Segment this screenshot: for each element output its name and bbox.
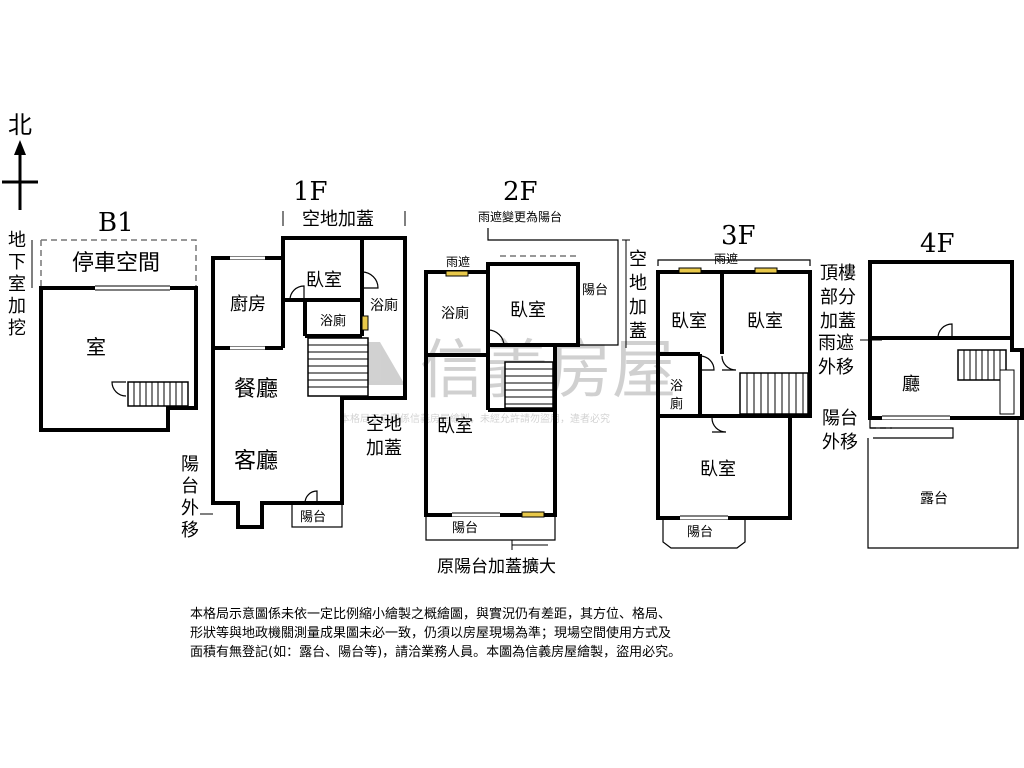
f2-expanded-note: 原陽台加蓋擴大 [437, 557, 556, 577]
b1-side-note-3: 室 [8, 274, 26, 295]
f4-balcony-moved-2: 外移 [822, 432, 858, 453]
f2-canopy-label: 雨遮 [446, 254, 470, 269]
f4-hall-label: 廳 [902, 374, 920, 395]
f2-bath-label: 浴廁 [441, 305, 469, 322]
f2-title: 2F [503, 177, 538, 207]
f2-balcony-bottom-label: 陽台 [452, 521, 478, 536]
f3-bedroom-right-label: 臥室 [747, 311, 783, 332]
disclaimer-line-1: 本格局示意圖係未依一定比例縮小繪製之概繪圖，與實況仍有差距，其方位、格局、 [190, 607, 672, 622]
f4-roof-addition-3: 加蓋 [820, 311, 856, 332]
b1-side-note-2: 下 [8, 252, 26, 273]
f1-balcony-label: 陽台 [300, 510, 326, 525]
f4-terrace-label: 露台 [920, 491, 948, 507]
plan-b1: B1 地 下 室 加 挖 停車空間 室 [8, 208, 198, 432]
f1-stairs [307, 337, 369, 397]
north-arrow-icon [14, 140, 26, 155]
b1-side-note-5: 挖 [8, 318, 26, 339]
f1-kitchen-label: 廚房 [230, 293, 266, 315]
north-arrow: 北 [2, 111, 38, 210]
b1-stairs [133, 382, 183, 406]
f1-dining-label: 餐廳 [234, 377, 278, 402]
b1-side-note-1: 地 [8, 230, 26, 251]
disclaimer: 本格局示意圖係未依一定比例縮小繪製之概繪圖，與實況仍有差距，其方位、格局、 形狀… [190, 605, 830, 662]
f1-living-label: 客廳 [234, 449, 278, 474]
plan-1f: 1F 空地加蓋 臥室 廚房 浴廁 浴廁 餐廳 客廳 空地 [181, 177, 407, 541]
f1-toilet-right-label: 浴廁 [370, 297, 398, 314]
f4-title: 4F [920, 229, 955, 259]
b1-room-label: 室 [86, 335, 106, 359]
f1-addition-bottom-2: 加蓋 [366, 438, 402, 459]
b1-title: B1 [98, 208, 134, 238]
f4-roof-addition-2: 部分 [820, 287, 856, 308]
f2-balcony-top-label: 陽台 [582, 283, 608, 298]
f2-addition-side-3: 加 [629, 297, 647, 318]
disclaimer-line-3: 面積有無登記(如：露台、陽台等)，請洽業務人員。本圖為信義房屋繪製，盜用必究。 [190, 645, 682, 660]
f1-bedroom-label: 臥室 [306, 270, 342, 291]
watermark-notice: 本格局示意圖係信義房屋繪製，未經允許請勿盜用，違者必究 [340, 412, 610, 425]
f2-bedroom-top-label: 臥室 [510, 300, 546, 321]
f1-balcony-moved-4: 移 [181, 520, 199, 541]
plan-3f: 3F 雨遮 臥室 臥室 浴 廁 臥室 陽台 [656, 221, 812, 549]
f4-roof-addition-1: 頂樓 [820, 263, 856, 284]
f2-bedroom-bottom-label: 臥室 [437, 416, 473, 437]
f4-canopy-moved-1: 雨遮 [818, 333, 854, 354]
f2-stairs [504, 361, 554, 409]
disclaimer-line-2: 形狀等與地政機關測量成果圖未必一致，仍須以房屋現場為準；現場空間使用方式及 [190, 626, 672, 641]
plan-2f: 2F 雨遮變更為陽台 空 地 加 蓋 雨遮 浴廁 臥室 陽台 臥室 [424, 177, 647, 577]
f3-balcony-label: 陽台 [687, 525, 713, 540]
f4-canopy-moved-2: 外移 [818, 357, 854, 378]
f3-bedroom-bottom-label: 臥室 [700, 459, 736, 480]
f2-addition-side-1: 空 [629, 249, 647, 270]
b1-side-note-4: 加 [8, 296, 26, 317]
f3-bath-1: 浴 [670, 379, 683, 394]
f1-balcony-moved-3: 外 [181, 498, 199, 519]
f3-bedroom-left-label: 臥室 [671, 311, 707, 332]
f2-canopy-note: 雨遮變更為陽台 [478, 209, 562, 224]
f3-title: 3F [721, 221, 756, 251]
f1-addition-top: 空地加蓋 [302, 209, 374, 230]
b1-parking-label: 停車空間 [72, 251, 160, 276]
f1-addition-bottom-1: 空地 [366, 414, 402, 435]
f3-canopy-label: 雨遮 [714, 251, 738, 266]
f4-stairs [957, 349, 1015, 415]
f1-toilet-inner-label: 浴廁 [320, 313, 346, 329]
f1-balcony-moved-2: 台 [181, 476, 199, 497]
plan-4f: 4F 頂樓 部分 加蓋 雨遮 外移 廳 陽台 外移 露台 [818, 229, 1024, 549]
f2-addition-side-4: 蓋 [629, 321, 647, 342]
north-label: 北 [8, 111, 32, 139]
f2-addition-side-2: 地 [629, 273, 647, 294]
f1-title: 1F [293, 177, 328, 207]
f4-balcony-moved-1: 陽台 [822, 408, 858, 429]
f1-balcony-moved-1: 陽 [181, 454, 199, 475]
f3-stairs [739, 372, 809, 415]
f3-bath-2: 廁 [670, 396, 683, 412]
